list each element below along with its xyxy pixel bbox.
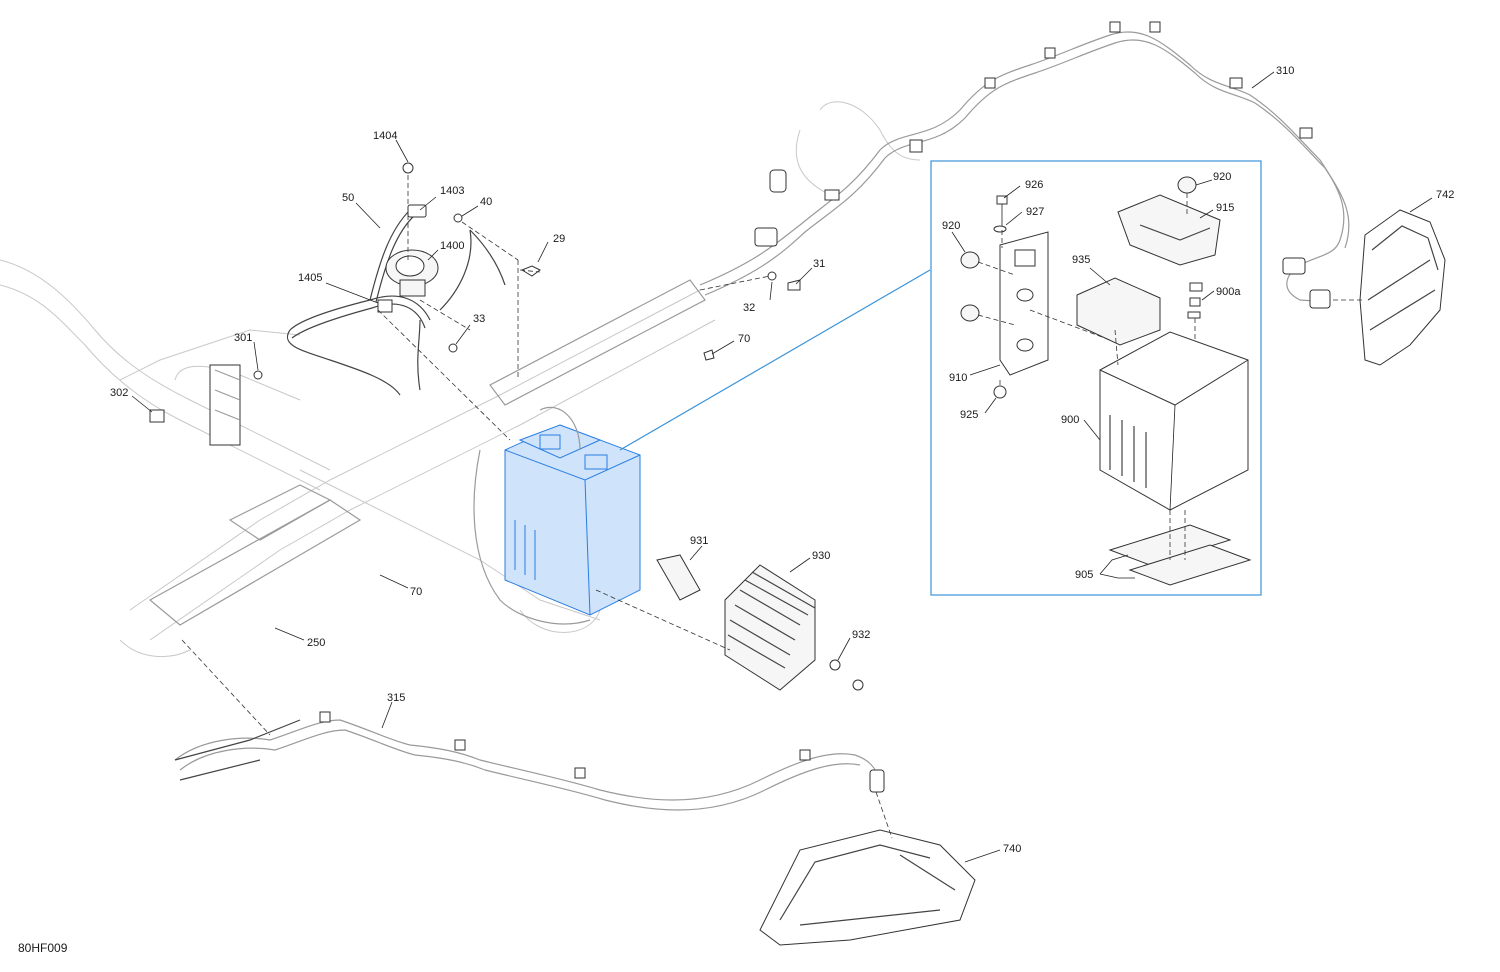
callout-915: 915 [1216, 202, 1234, 214]
callout-302: 302 [110, 387, 128, 399]
callout-250: 250 [307, 637, 325, 649]
harness-315 [174, 711, 885, 811]
callout-742: 742 [1436, 189, 1454, 201]
callout-70-lower: 70 [410, 586, 422, 598]
callout-932: 932 [852, 629, 870, 641]
detail-link-line [619, 269, 931, 451]
regulator [656, 554, 864, 691]
callout-1405: 1405 [298, 272, 322, 284]
callout-33: 33 [473, 313, 485, 325]
rails [148, 279, 706, 626]
callout-925: 925 [960, 409, 978, 421]
callout-50: 50 [342, 192, 354, 204]
callout-931: 931 [690, 535, 708, 547]
callout-31: 31 [813, 258, 825, 270]
callout-740: 740 [1003, 843, 1021, 855]
callout-301: 301 [234, 332, 252, 344]
callout-315: 315 [387, 692, 405, 704]
callout-910: 910 [949, 372, 967, 384]
solenoid-group [286, 162, 801, 396]
callout-900: 900 [1061, 414, 1079, 426]
leaders [131, 71, 1433, 863]
callout-920-left: 920 [942, 220, 960, 232]
callout-29: 29 [553, 233, 565, 245]
callout-1404: 1404 [373, 130, 397, 142]
figure-code: 80HF009 [18, 941, 68, 955]
callout-1400: 1400 [440, 240, 464, 252]
callout-905: 905 [1075, 569, 1093, 581]
callout-32: 32 [743, 302, 755, 314]
callout-labels: 1404 1403 50 40 1400 29 1405 33 31 32 70… [110, 65, 1454, 855]
callout-935: 935 [1072, 254, 1090, 266]
callout-310: 310 [1276, 65, 1294, 77]
harness-310 [699, 21, 1350, 303]
callout-70-upper: 70 [738, 333, 750, 345]
left-clips [149, 364, 263, 446]
callout-920-right: 920 [1213, 171, 1231, 183]
callout-1403: 1403 [440, 185, 464, 197]
callout-40: 40 [480, 196, 492, 208]
headlight-right [1282, 209, 1446, 366]
callout-900a: 900a [1216, 286, 1241, 298]
detail-box [930, 160, 1262, 596]
headlight-bottom [759, 829, 976, 946]
callout-926: 926 [1025, 179, 1043, 191]
battery-highlight [473, 406, 641, 625]
callout-927: 927 [1026, 206, 1044, 218]
callout-930: 930 [812, 550, 830, 562]
